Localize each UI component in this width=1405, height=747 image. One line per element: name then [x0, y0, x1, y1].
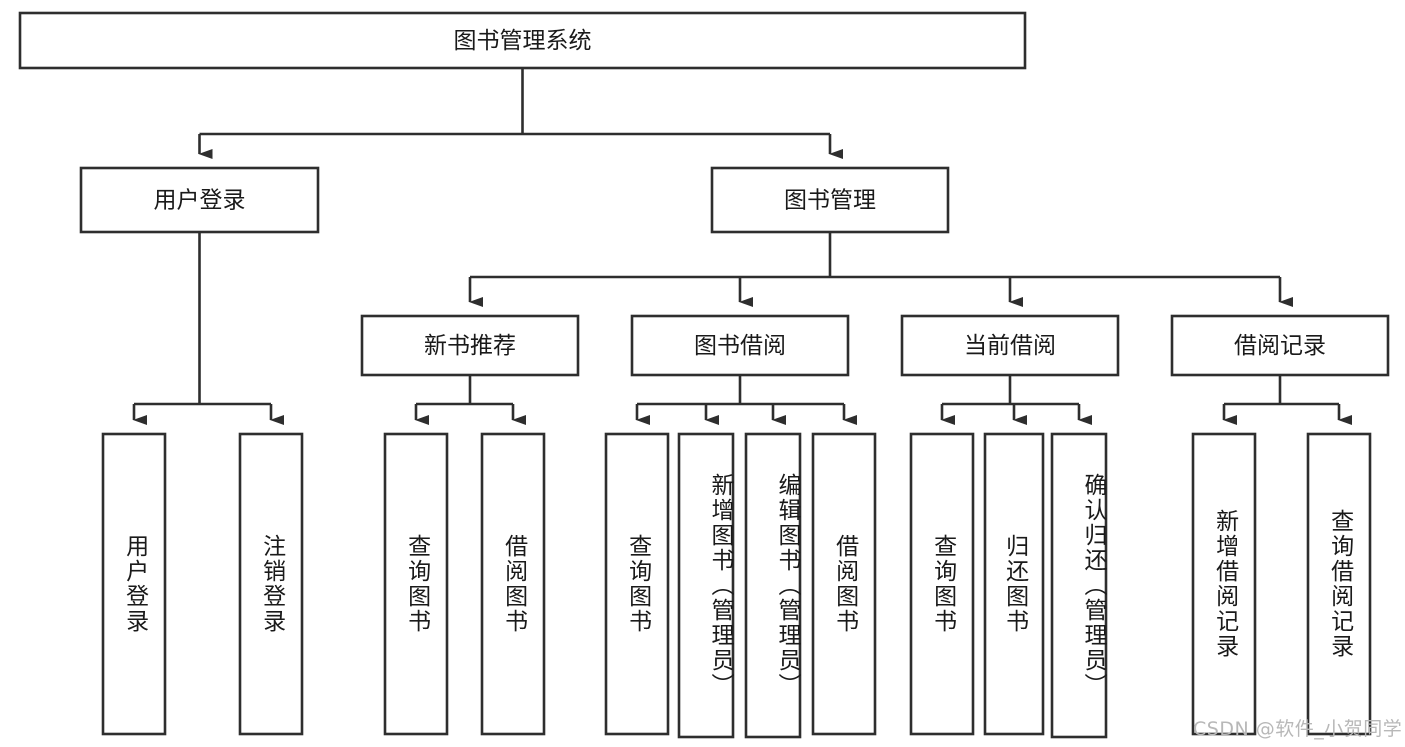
node-borrow-record-box[interactable]	[1170, 314, 1390, 377]
node-user-login-box[interactable]	[79, 166, 320, 234]
leaf-borrow-book-rec-box[interactable]	[480, 432, 546, 736]
node-current-borrow-box[interactable]	[900, 314, 1120, 377]
node-root-label: 图书管理系统	[454, 28, 592, 54]
connector-layer	[132, 68, 1352, 425]
csdn-watermark: CSDN @软件_小贺同学	[1193, 718, 1403, 740]
leaf-query-book-cur-box[interactable]	[909, 432, 975, 736]
leaf-add-book-box[interactable]	[677, 432, 735, 739]
node-book-borrow-box[interactable]	[630, 314, 850, 377]
node-root-box[interactable]	[18, 11, 1027, 70]
leaf-add-record-box[interactable]	[1191, 432, 1257, 736]
node-layer: 图书管理系统 用户登录 图书管理 新书推荐 图书借阅 当前借阅 借阅记录	[18, 11, 1390, 739]
node-book-management-label: 图书管理	[784, 188, 876, 214]
leaf-query-record-box[interactable]	[1306, 432, 1372, 736]
leaf-logout-box[interactable]	[238, 432, 304, 736]
node-new-book-recommend-label: 新书推荐	[424, 333, 516, 359]
node-book-management-box[interactable]	[710, 166, 950, 234]
leaf-edit-book-box[interactable]	[744, 432, 802, 739]
leaf-borrow-book-box[interactable]	[811, 432, 877, 736]
leaf-query-book-rec-box[interactable]	[383, 432, 449, 736]
node-current-borrow-label: 当前借阅	[964, 333, 1056, 359]
node-borrow-record-label: 借阅记录	[1234, 333, 1326, 359]
leaf-confirm-return-box[interactable]	[1050, 432, 1108, 739]
leaf-user-login-box[interactable]	[101, 432, 167, 736]
leaf-return-book-box[interactable]	[983, 432, 1045, 736]
node-book-borrow-label: 图书借阅	[694, 333, 786, 359]
leaf-query-book-borrow-box[interactable]	[604, 432, 670, 736]
node-user-login-label: 用户登录	[154, 188, 246, 214]
node-new-book-recommend-box[interactable]	[360, 314, 580, 377]
